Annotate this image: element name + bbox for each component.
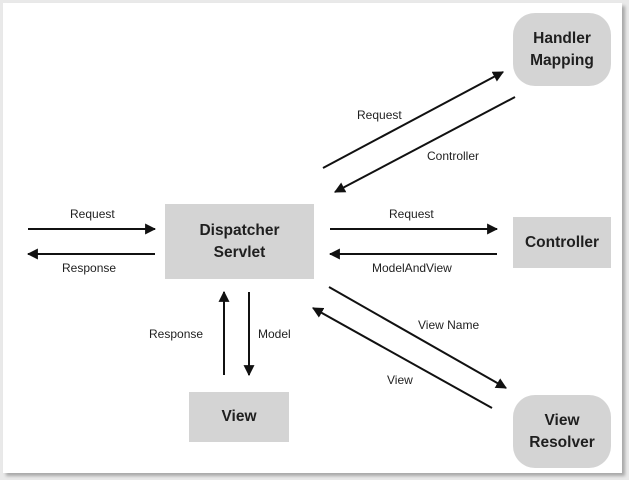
dispatcher-line2: Servlet — [213, 243, 266, 261]
controller-node: Controller — [513, 217, 611, 268]
label-hm-controller: Controller — [427, 149, 480, 163]
dispatcher-line1: Dispatcher — [199, 221, 280, 239]
label-client-request: Request — [70, 207, 115, 221]
view-resolver-node: View Resolver — [513, 395, 611, 468]
controller-label: Controller — [524, 233, 600, 251]
handler-mapping-node: Handler Mapping — [513, 13, 611, 86]
view-resolver-line1: View — [544, 411, 580, 429]
label-vr-viewname: View Name — [418, 318, 480, 332]
arrow-hm-controller — [334, 96, 516, 193]
label-vr-view: View — [387, 373, 413, 387]
label-client-response: Response — [62, 261, 117, 275]
view-node: View — [189, 392, 289, 442]
label-view-model: Model — [258, 327, 291, 341]
arrow-vr-viewname — [328, 286, 507, 389]
label-view-response: Response — [149, 327, 204, 341]
label-ctrl-modelandview: ModelAndView — [372, 261, 452, 275]
arrow-vr-view — [312, 307, 493, 409]
handler-mapping-line2: Mapping — [530, 51, 594, 69]
label-hm-request: Request — [357, 108, 402, 122]
view-label: View — [221, 408, 257, 425]
view-resolver-line2: Resolver — [529, 433, 595, 451]
handler-mapping-line1: Handler — [533, 29, 591, 47]
dispatcher-servlet-node: Dispatcher Servlet — [165, 204, 314, 279]
arrow-hm-request — [322, 71, 504, 169]
label-ctrl-request: Request — [389, 207, 434, 221]
